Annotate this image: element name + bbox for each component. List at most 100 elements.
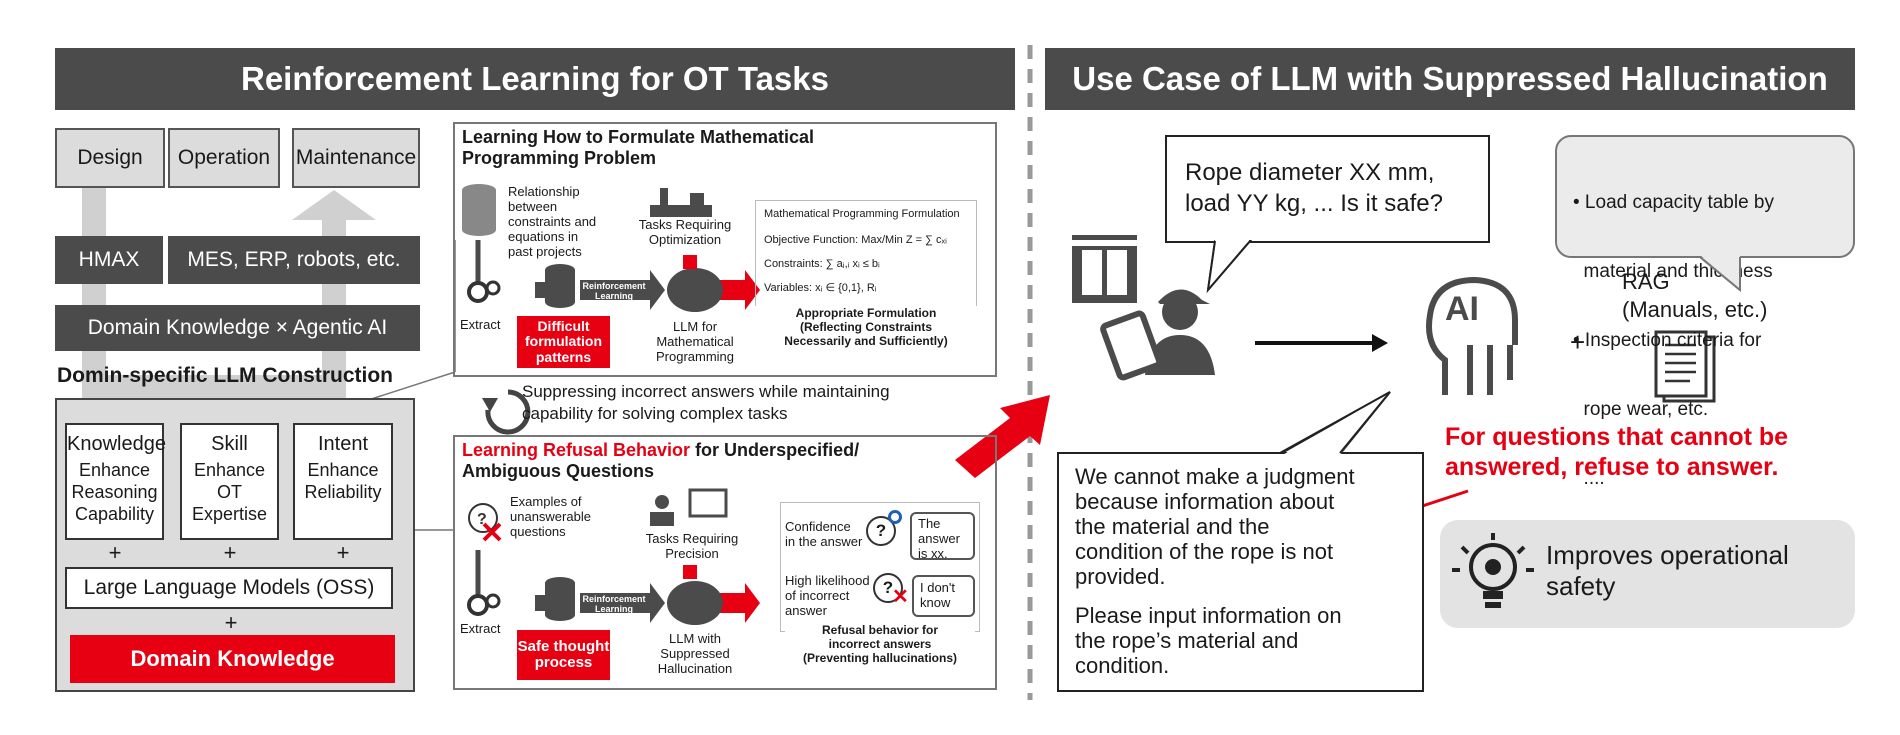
brain-icon-1 (667, 255, 723, 312)
ai-label: AI (1445, 290, 1479, 328)
refuse-line1: For questions that cannot be (1445, 423, 1789, 451)
knowledge-desc-2: Reasoning (71, 482, 158, 502)
formulate-title-line2: Programming Problem (462, 148, 657, 168)
rag-line1: • Load capacity table by (1573, 192, 1775, 213)
answer-p1-line1: We cannot make a judgment (1075, 464, 1355, 489)
rag-label: RAG (Manuals, etc.) (1622, 268, 1768, 324)
llm-math-line1: LLM for (672, 319, 718, 334)
u-arrow-left-leg (82, 185, 106, 395)
answer-p1-line5: provided. (1075, 564, 1166, 589)
safe-line2: process (534, 654, 593, 671)
improves-text: Improves operational safety (1546, 540, 1846, 602)
rl1-line2: Learning (594, 291, 633, 301)
llm-math-line3: Programming (655, 348, 735, 364)
u-arrow-head (292, 190, 376, 220)
rag-label-line2: (Manuals, etc.) (1622, 297, 1768, 322)
skill-card: Skill Enhance OT Expertise (180, 423, 279, 540)
plus-skill: + (223, 540, 237, 565)
refusal-cap-line3: (Preventing hallucinations) (802, 651, 958, 665)
relationship-line2: between (508, 198, 558, 214)
suppress-line1: Suppressing incorrect answers while main… (522, 382, 890, 401)
answer-box: We cannot make a judgment because inform… (1057, 452, 1424, 692)
refuse-statement: For questions that cannot be answered, r… (1445, 422, 1865, 482)
appropriate-line3: Necessarily and Sufficiently) (784, 334, 948, 348)
llm-oss-box: Large Language Models (OSS) (65, 567, 393, 609)
llm-supp-line2: Suppressed (660, 645, 730, 661)
dont-line2: know (920, 594, 951, 610)
knowledge-desc-1: Enhance (78, 460, 151, 480)
question-line1: Rope diameter XX mm, (1185, 159, 1435, 186)
ai-head-icon (1426, 276, 1518, 395)
answer-p1-line4: condition of the rope is not (1075, 539, 1334, 564)
operation-box: Operation (168, 128, 280, 188)
question-bubble: Rope diameter XX mm, load YY kg, ... Is … (1165, 135, 1490, 243)
refusal-title: Learning Refusal Behavior for Underspeci… (462, 440, 992, 482)
plus-knowledge: + (108, 540, 122, 565)
domain-agentic-box: Domain Knowledge × Agentic AI (55, 305, 420, 351)
rl1-line1: Reinforcement (582, 281, 646, 291)
mpf-constraints: Constraints: ∑ aⱼ,ᵢ xᵢ ≤ bᵢ (764, 258, 880, 270)
refusal-title-rest: for Underspecified/ (690, 440, 860, 460)
refusal-cap-line1: Refusal behavior for (821, 623, 939, 637)
construction-title: Domin-specific LLM Construction (57, 364, 393, 387)
appropriate-caption: Appropriate Formulation(Reflecting Const… (755, 306, 977, 348)
rag-line5: .... (1573, 468, 1605, 489)
document-stack-icon (1654, 330, 1716, 403)
knowledge-desc-3: Capability (74, 504, 155, 524)
precision-worker-icon (650, 488, 728, 526)
tasks-opt-line1: Tasks Requiring (638, 217, 732, 232)
answer-line2: answer (918, 530, 960, 546)
domain-knowledge-box: Domain Knowledge (70, 635, 395, 683)
skill-desc-3: Expertise (191, 504, 268, 524)
robot-arm-icon (650, 188, 712, 217)
difficult-line2: formulation (525, 333, 602, 350)
llm-math-line2: Mathematical (656, 333, 734, 349)
skill-desc-1: Enhance (193, 460, 266, 480)
examples-line2: unanswerable (510, 508, 591, 524)
x-mark-icon: ✕ (892, 586, 909, 608)
extract-label-2: Extract (460, 621, 501, 636)
rag-bubble: • Load capacity table by material and th… (1555, 135, 1855, 489)
tasks-opt-line2: Optimization (648, 231, 722, 247)
answer-line1: The (918, 516, 941, 531)
improves-line2: safety (1546, 571, 1616, 601)
refuse-line2: answered, refuse to answer. (1445, 453, 1779, 481)
suppress-text: Suppressing incorrect answers while main… (522, 381, 962, 425)
suppress-line2: capability for solving complex tasks (522, 404, 788, 423)
extract-label-1: Extract (460, 317, 501, 332)
mpf-variables: Variables: xᵢ ∈ {0,1}, Rᵢ (764, 282, 877, 294)
plus-rag: + (1570, 327, 1586, 357)
tasks-prec-line2: Precision (665, 545, 719, 561)
improves-line1: Improves operational (1546, 540, 1789, 570)
refusal-title-red: Learning Refusal Behavior (462, 440, 691, 460)
answer-p2-line2: the rope’s material and (1075, 628, 1299, 653)
server-stack-icon (462, 184, 496, 236)
skill-card-title: Skill (211, 433, 248, 455)
relationship-line3: constraints and (508, 213, 597, 229)
maintenance-box: Maintenance (292, 128, 420, 188)
difficult-line3: patterns (535, 348, 592, 365)
refusal-panel (453, 435, 997, 690)
left-section-title: Reinforcement Learning for OT Tasks (55, 48, 1015, 110)
rl2-line2: Learning (594, 604, 633, 614)
relationship-line4: equations in (508, 228, 579, 244)
knowledge-card-title: Knowledge (67, 433, 166, 455)
elevator-icon (1072, 235, 1137, 303)
rag-line3: • Inspection criteria for (1573, 330, 1762, 351)
cycle-icon (485, 389, 531, 435)
relationship-line1: Relationship (508, 184, 580, 199)
formulate-title: Learning How to Formulate Mathematical P… (462, 127, 992, 169)
u-arrow-bottom (82, 375, 346, 399)
rag-label-line1: RAG (1622, 269, 1670, 294)
appropriate-line2: (Reflecting Constraints (799, 320, 932, 334)
appropriate-line1: Appropriate Formulation (795, 306, 937, 320)
